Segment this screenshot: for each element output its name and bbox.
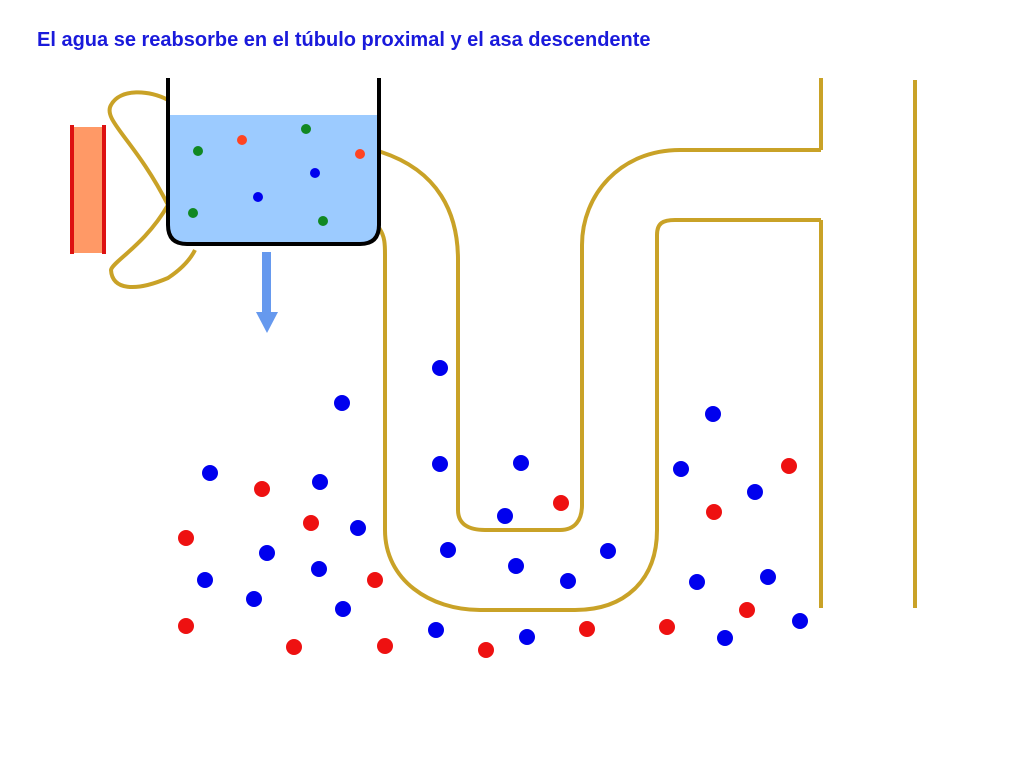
blue-particle: [747, 484, 763, 500]
blue-particle: [600, 543, 616, 559]
slide-title: El agua se reabsorbe en el túbulo proxim…: [37, 29, 651, 51]
blue-particle: [760, 569, 776, 585]
filtrate-particle: [310, 168, 320, 178]
blue-particle: [560, 573, 576, 589]
blue-particle: [259, 545, 275, 561]
red-particle: [178, 530, 194, 546]
blue-particle: [350, 520, 366, 536]
arrow-shaft: [262, 252, 271, 314]
blue-particle: [513, 455, 529, 471]
red-particle: [286, 639, 302, 655]
blue-particle: [432, 360, 448, 376]
blue-particle: [432, 456, 448, 472]
red-particle: [781, 458, 797, 474]
red-particle: [739, 602, 755, 618]
blue-particle: [689, 574, 705, 590]
filtrate-particle: [253, 192, 263, 202]
glomerulus-loop: [107, 90, 197, 290]
blue-particle: [673, 461, 689, 477]
filtrate-particle: [237, 135, 247, 145]
blue-particle: [519, 629, 535, 645]
tubule-outer-wall: [377, 148, 821, 532]
red-particle: [254, 481, 270, 497]
red-particle: [478, 642, 494, 658]
red-particle: [377, 638, 393, 654]
blue-particle: [792, 613, 808, 629]
filtrate-particle: [355, 149, 365, 159]
blue-particle: [717, 630, 733, 646]
blue-particle: [197, 572, 213, 588]
red-particle: [303, 515, 319, 531]
blue-particle: [334, 395, 350, 411]
red-particle: [178, 618, 194, 634]
filtrate-particle: [301, 124, 311, 134]
red-particle: [367, 572, 383, 588]
arrow-head: [256, 312, 278, 333]
blue-particle: [705, 406, 721, 422]
filtrate-particles: [188, 124, 365, 226]
down-arrow-icon: [256, 252, 278, 333]
blue-particle: [246, 591, 262, 607]
filtrate-particle: [188, 208, 198, 218]
filtrate-particle: [318, 216, 328, 226]
filtrate-particle: [193, 146, 203, 156]
arteriole-fill: [72, 127, 104, 253]
blue-particle: [428, 622, 444, 638]
red-particle: [659, 619, 675, 635]
bowman-capsule: [166, 78, 381, 246]
blue-particle: [497, 508, 513, 524]
filtrate-fill: [168, 115, 379, 244]
red-particle: [579, 621, 595, 637]
blue-particle: [508, 558, 524, 574]
red-particle: [553, 495, 569, 511]
blue-particle: [311, 561, 327, 577]
blue-particle: [335, 601, 351, 617]
arteriole-segment-icon: [70, 125, 106, 254]
capsule-outline: [166, 78, 381, 246]
interstitial-particles: [178, 360, 808, 658]
tubule-inner-wall: [377, 218, 821, 612]
blue-particle: [202, 465, 218, 481]
blue-particle: [312, 474, 328, 490]
red-particle: [706, 504, 722, 520]
blue-particle: [440, 542, 456, 558]
